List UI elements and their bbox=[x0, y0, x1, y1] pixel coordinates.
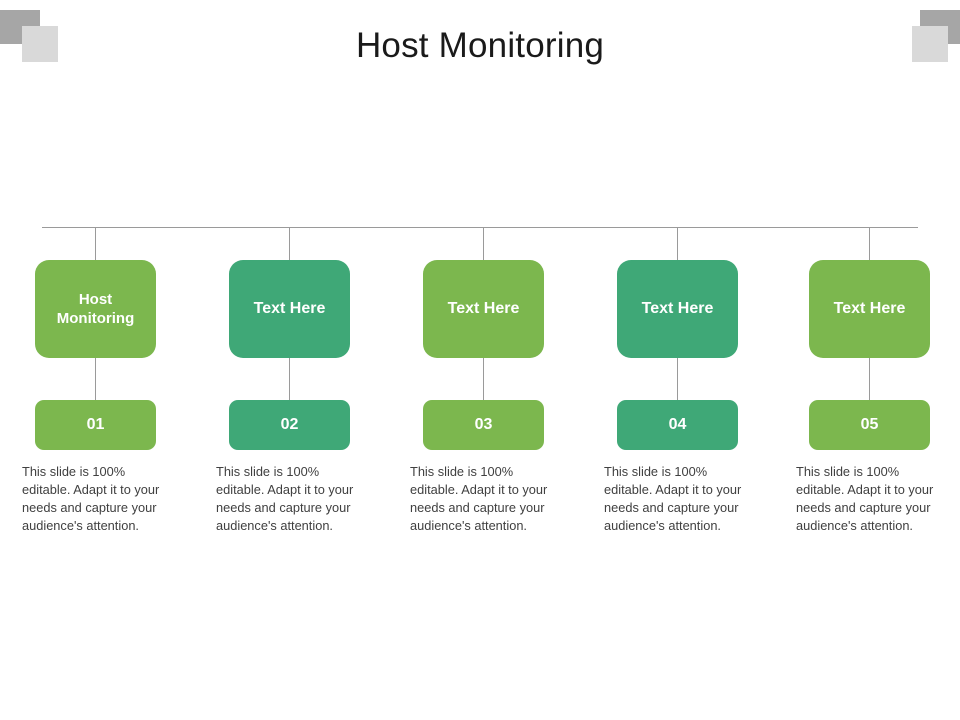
connector-line-bottom-4 bbox=[677, 358, 678, 400]
connector-line-top-1 bbox=[95, 227, 96, 260]
step-card-5[interactable]: Text Here bbox=[809, 260, 930, 358]
step-description-5: This slide is 100% editable. Adapt it to… bbox=[796, 464, 934, 533]
step-description-2: This slide is 100% editable. Adapt it to… bbox=[216, 464, 354, 533]
timeline-rule bbox=[42, 227, 918, 228]
connector-line-top-2 bbox=[289, 227, 290, 260]
step-number-badge-2[interactable]: 02 bbox=[229, 400, 350, 450]
step-description-4: This slide is 100% editable. Adapt it to… bbox=[604, 464, 742, 533]
step-number-badge-4[interactable]: 04 bbox=[617, 400, 738, 450]
step-description-3: This slide is 100% editable. Adapt it to… bbox=[410, 464, 548, 533]
connector-line-top-4 bbox=[677, 227, 678, 260]
step-card-2[interactable]: Text Here bbox=[229, 260, 350, 358]
step-number-badge-3[interactable]: 03 bbox=[423, 400, 544, 450]
step-card-4[interactable]: Text Here bbox=[617, 260, 738, 358]
step-number-badge-5[interactable]: 05 bbox=[809, 400, 930, 450]
corner-decoration-top-left-light bbox=[22, 26, 58, 62]
step-card-1[interactable]: Host Monitoring bbox=[35, 260, 156, 358]
connector-line-bottom-2 bbox=[289, 358, 290, 400]
connector-line-top-5 bbox=[869, 227, 870, 260]
step-description-1: This slide is 100% editable. Adapt it to… bbox=[22, 464, 160, 533]
connector-line-bottom-5 bbox=[869, 358, 870, 400]
page-title: Host Monitoring bbox=[355, 26, 605, 65]
connector-line-top-3 bbox=[483, 227, 484, 260]
connector-line-bottom-3 bbox=[483, 358, 484, 400]
connector-line-bottom-1 bbox=[95, 358, 96, 400]
corner-decoration-top-right-light bbox=[912, 26, 948, 62]
step-columns: Host Monitoring 01 This slide is 100% ed… bbox=[0, 227, 960, 567]
step-card-3[interactable]: Text Here bbox=[423, 260, 544, 358]
step-number-badge-1[interactable]: 01 bbox=[35, 400, 156, 450]
